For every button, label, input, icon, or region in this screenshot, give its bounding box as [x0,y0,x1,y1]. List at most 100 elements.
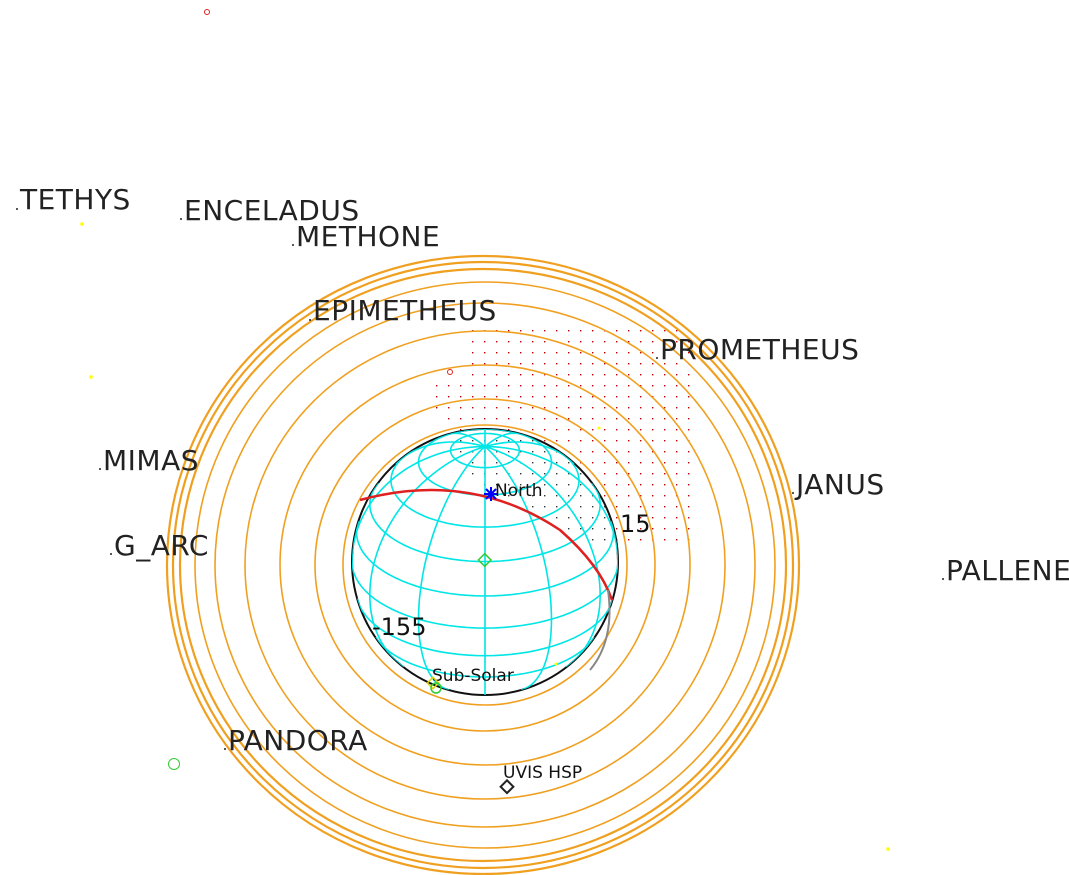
night-dot [592,517,594,519]
night-dot [496,407,498,409]
night-dot [436,407,438,409]
night-dot [628,517,630,519]
night-dot [688,385,690,387]
night-dot [472,440,474,442]
night-dot [472,462,474,464]
night-dot [556,385,558,387]
night-dot [484,396,486,398]
night-dot [472,374,474,376]
night-dot [604,429,606,431]
night-dot [652,330,654,332]
night-dot [676,473,678,475]
night-dot [676,407,678,409]
night-dot [628,495,630,497]
night-dot [544,495,546,497]
night-dot [520,330,522,332]
night-dot [628,506,630,508]
longitude-line [484,445,602,668]
night-dot [604,528,606,530]
moon-label-janus: JANUS [794,468,885,501]
night-dot [640,352,642,354]
night-dot [532,341,534,343]
subsolar-marker [426,676,442,694]
night-dot [640,451,642,453]
night-dot [628,418,630,420]
night-dot [616,495,618,497]
longitude-line [394,441,486,465]
night-dot [604,484,606,486]
night-dot [556,374,558,376]
night-dot [616,462,618,464]
night-dot [592,462,594,464]
night-dot [604,363,606,365]
night-dot [688,407,690,409]
night-dot [628,473,630,475]
night-dot [640,506,642,508]
ring-ellipse [314,398,656,732]
moon-label-methone: METHONE [296,220,440,253]
ring-ellipse [244,330,726,800]
night-dot [568,341,570,343]
longitude-line [484,432,525,448]
night-dot [616,528,618,530]
night-dot [544,363,546,365]
night-dot [628,484,630,486]
night-dot [568,517,570,519]
night-dot [628,363,630,365]
night-dot [676,363,678,365]
terminator-line [359,488,614,601]
night-dot [604,374,606,376]
night-dot [532,352,534,354]
night-dot [628,429,630,431]
night-dot [496,341,498,343]
night-dot [508,429,510,431]
night-dot [664,352,666,354]
night-dot [532,429,534,431]
night-dot [628,407,630,409]
night-dot [604,341,606,343]
night-dot [532,495,534,497]
night-dot [628,440,630,442]
night-dot [520,451,522,453]
night-dot [532,396,534,398]
night-dot [544,407,546,409]
night-dot [652,374,654,376]
night-dot [472,341,474,343]
night-dot [616,484,618,486]
night-dot [544,473,546,475]
night-dot [688,506,690,508]
night-dot [592,352,594,354]
night-dot [604,396,606,398]
night-dot [652,451,654,453]
longitude-line [368,445,486,668]
moon-labels: TETHYS ENCELADUS METHONE EPIMETHEUS PROM… [19,183,1069,757]
night-dot [544,385,546,387]
night-dot [556,440,558,442]
night-dot [580,418,582,420]
moon-label-pandora: PANDORA [228,724,368,757]
night-dot [532,374,534,376]
longitude-tick-label: -155 [372,613,426,641]
night-dot [544,429,546,431]
night-dot [592,495,594,497]
night-dot [556,396,558,398]
night-dot [664,385,666,387]
night-dot [544,341,546,343]
night-dot [652,363,654,365]
night-dot [664,330,666,332]
night-dot [496,473,498,475]
night-dot [532,363,534,365]
night-dot [580,385,582,387]
ring-ellipse [178,267,788,863]
night-dot [640,418,642,420]
night-dot [556,407,558,409]
night-dot [556,517,558,519]
night-dot [664,429,666,431]
night-dot [616,341,618,343]
moon-label-tethys: TETHYS [19,183,131,216]
night-dot [544,462,546,464]
night-dot [688,462,690,464]
night-dot [616,363,618,365]
night-dot [496,440,498,442]
